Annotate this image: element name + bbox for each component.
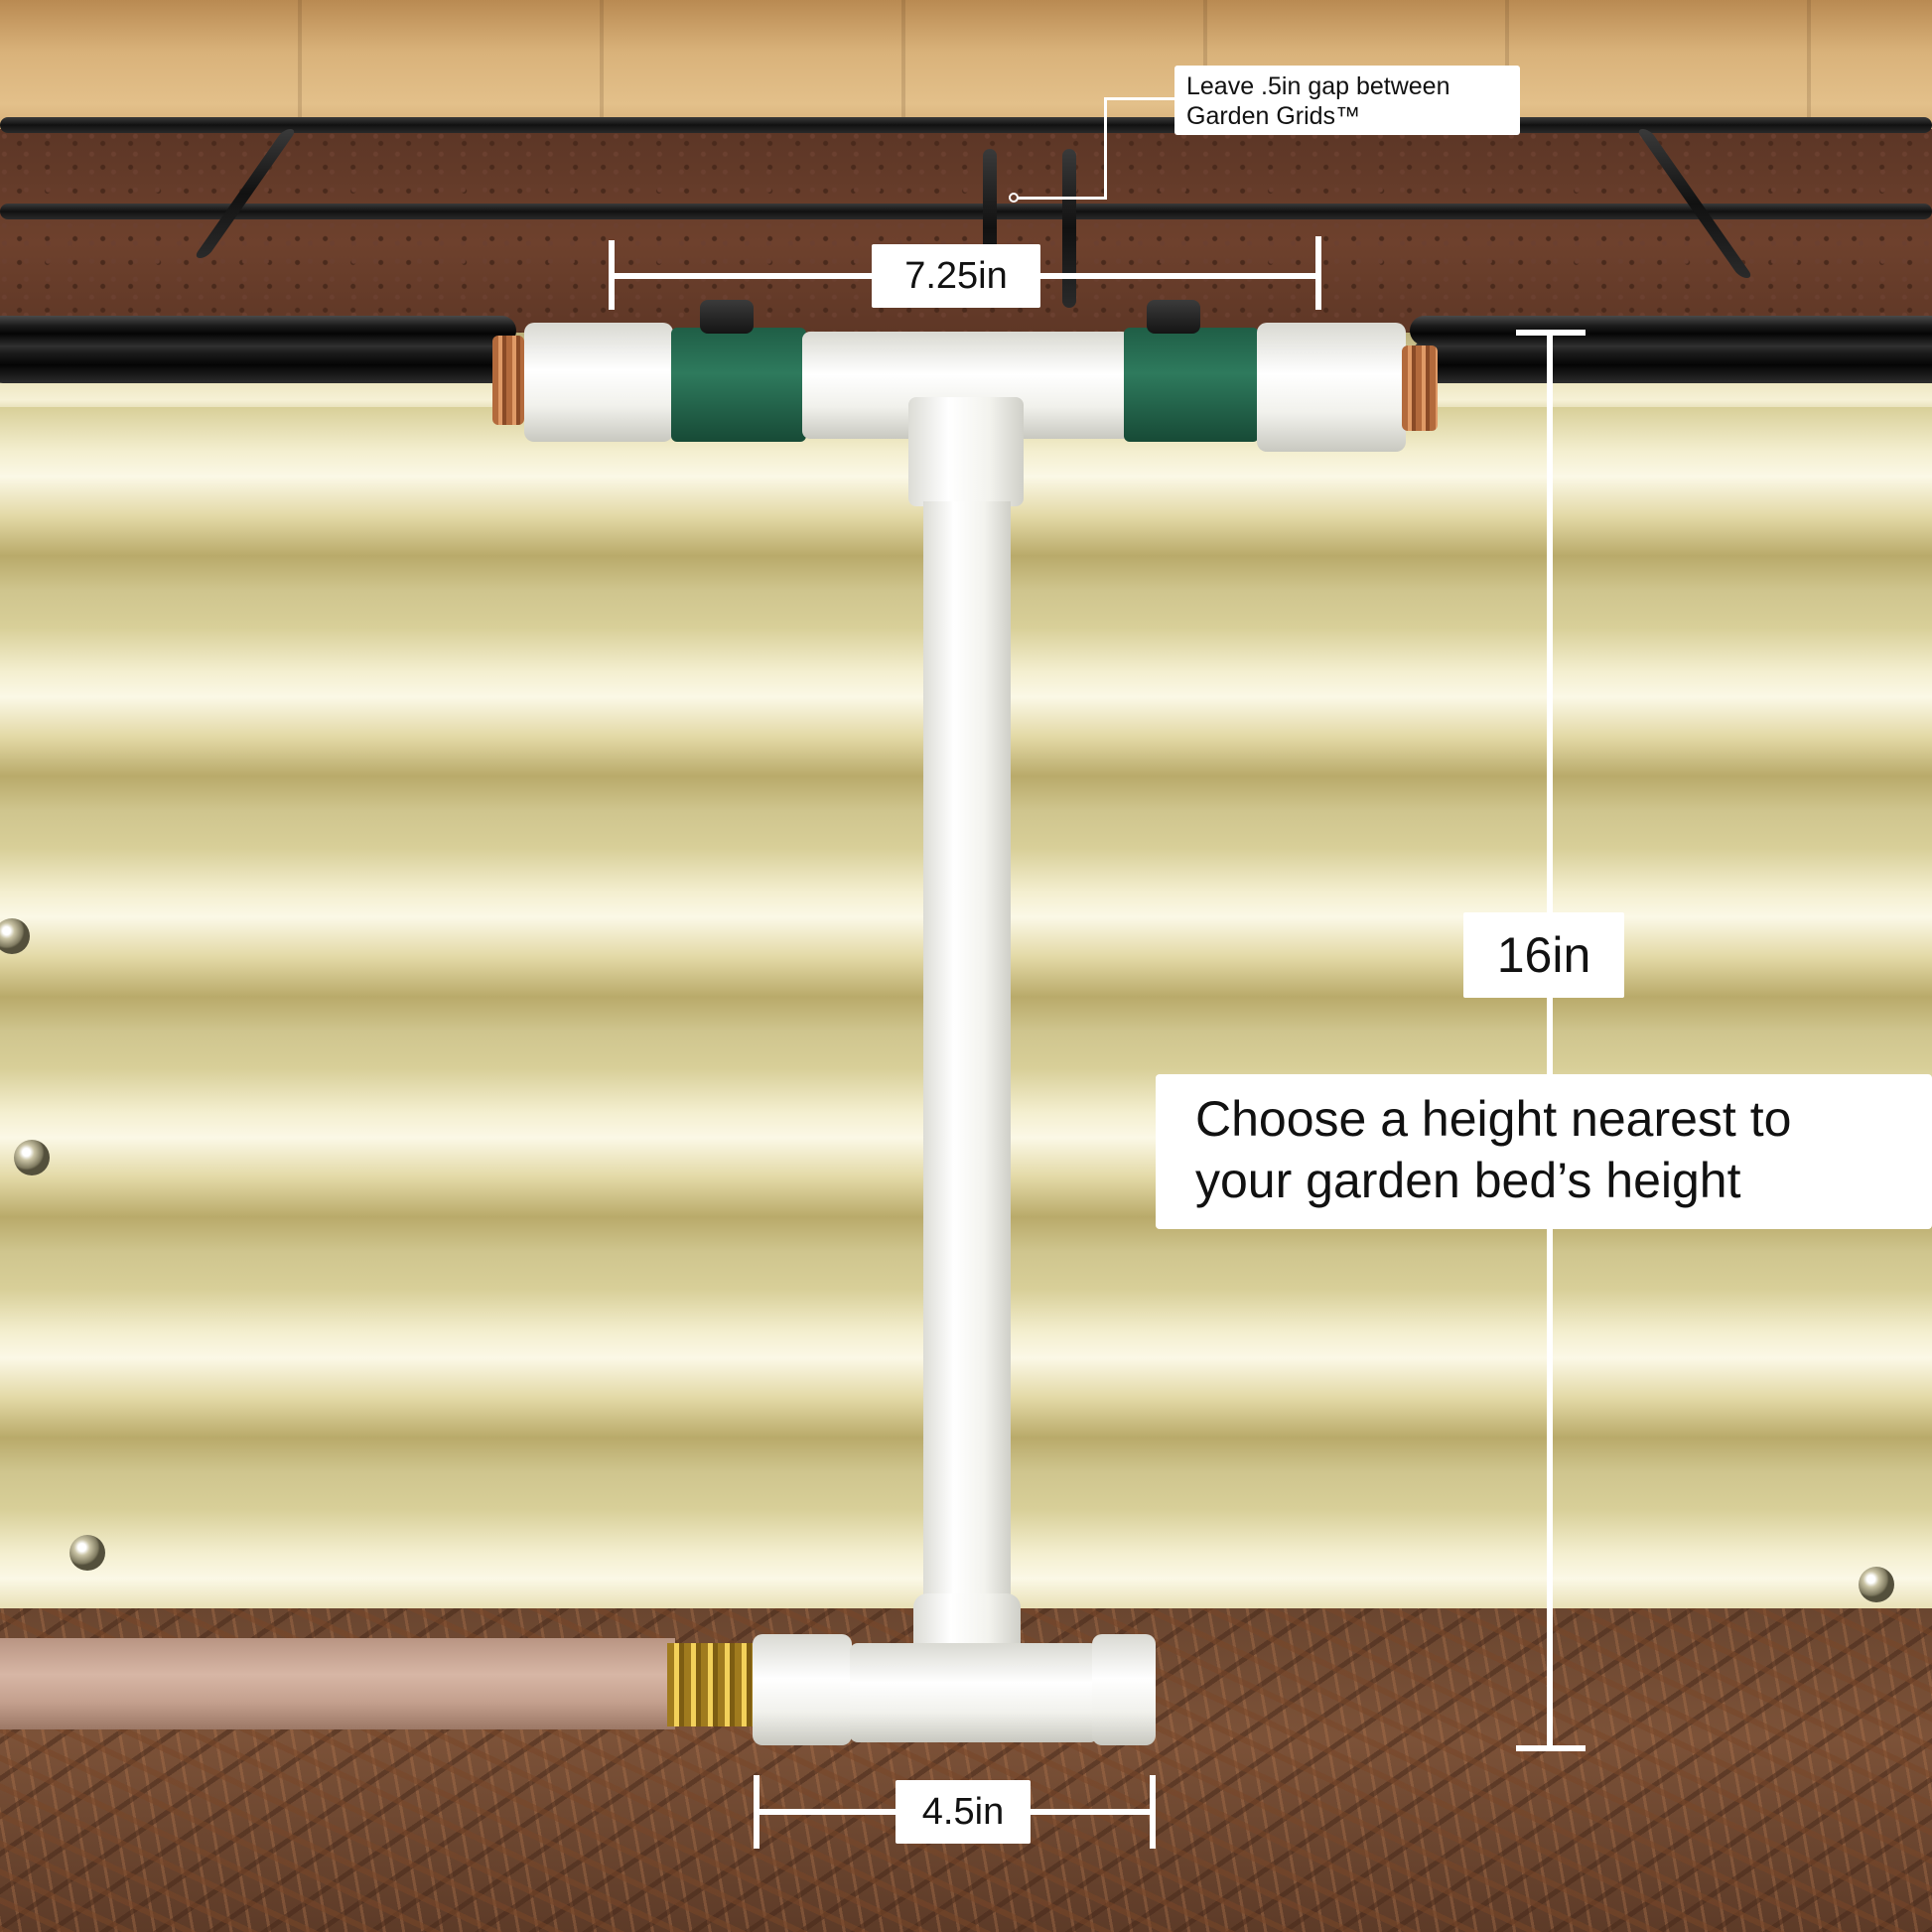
height-end-tick-bottom: [1516, 1745, 1586, 1751]
drip-tube-right-upper: [1410, 316, 1932, 345]
rivet: [14, 1140, 50, 1175]
top-width-end-tick-left: [609, 240, 615, 310]
gap-note-leader-top: [1104, 97, 1177, 100]
ball-valve-right: [1124, 328, 1259, 442]
bottom-coupling-left: [753, 1634, 852, 1745]
drip-tube-left-upper: [0, 316, 516, 345]
top-width-label: 7.25in: [872, 244, 1040, 308]
rivet: [69, 1535, 105, 1571]
rivet: [1859, 1567, 1894, 1602]
brass-hose-fitting: [667, 1643, 757, 1726]
valve-handle-right-icon: [1147, 300, 1200, 334]
valve-handle-left-icon: [700, 300, 754, 334]
height-note-line-1: Choose a height nearest to: [1195, 1091, 1792, 1147]
pvc-vertical-pipe: [923, 501, 1011, 1613]
height-note-line-2: your garden bed’s height: [1195, 1153, 1741, 1208]
compression-coupling-left: [524, 323, 673, 442]
garden-hose: [0, 1638, 675, 1729]
rivet: [0, 918, 30, 954]
gap-note-leader-horizontal: [1017, 197, 1106, 200]
height-label: 16in: [1463, 912, 1624, 998]
top-width-end-tick-right: [1315, 236, 1321, 310]
height-dimension-line: [1547, 333, 1553, 1749]
gap-note-line-2: Garden Grids™: [1186, 102, 1361, 130]
pvc-tee-bottom: [850, 1643, 1098, 1742]
copper-fitting-left: [492, 336, 524, 425]
ball-valve-left: [671, 328, 806, 442]
gap-note-pointer-dot: [1009, 193, 1019, 203]
bottom-width-end-tick-right: [1150, 1775, 1156, 1849]
grid-tube: [0, 204, 1932, 219]
copper-fitting-right: [1402, 345, 1438, 431]
grid-tube: [1062, 149, 1076, 308]
pvc-tee-stem: [908, 397, 1024, 506]
gap-note-leader-vertical: [1104, 97, 1107, 200]
bottom-width-label: 4.5in: [896, 1780, 1031, 1844]
bottom-coupling-right: [1092, 1634, 1156, 1745]
compression-coupling-right: [1257, 323, 1406, 452]
gap-note: Leave .5in gap between Garden Grids™: [1174, 66, 1520, 135]
bottom-width-end-tick-left: [754, 1775, 759, 1849]
gap-note-line-1: Leave .5in gap between: [1186, 72, 1450, 100]
height-end-tick-top: [1516, 330, 1586, 336]
height-note: Choose a height nearest to your garden b…: [1156, 1074, 1932, 1229]
